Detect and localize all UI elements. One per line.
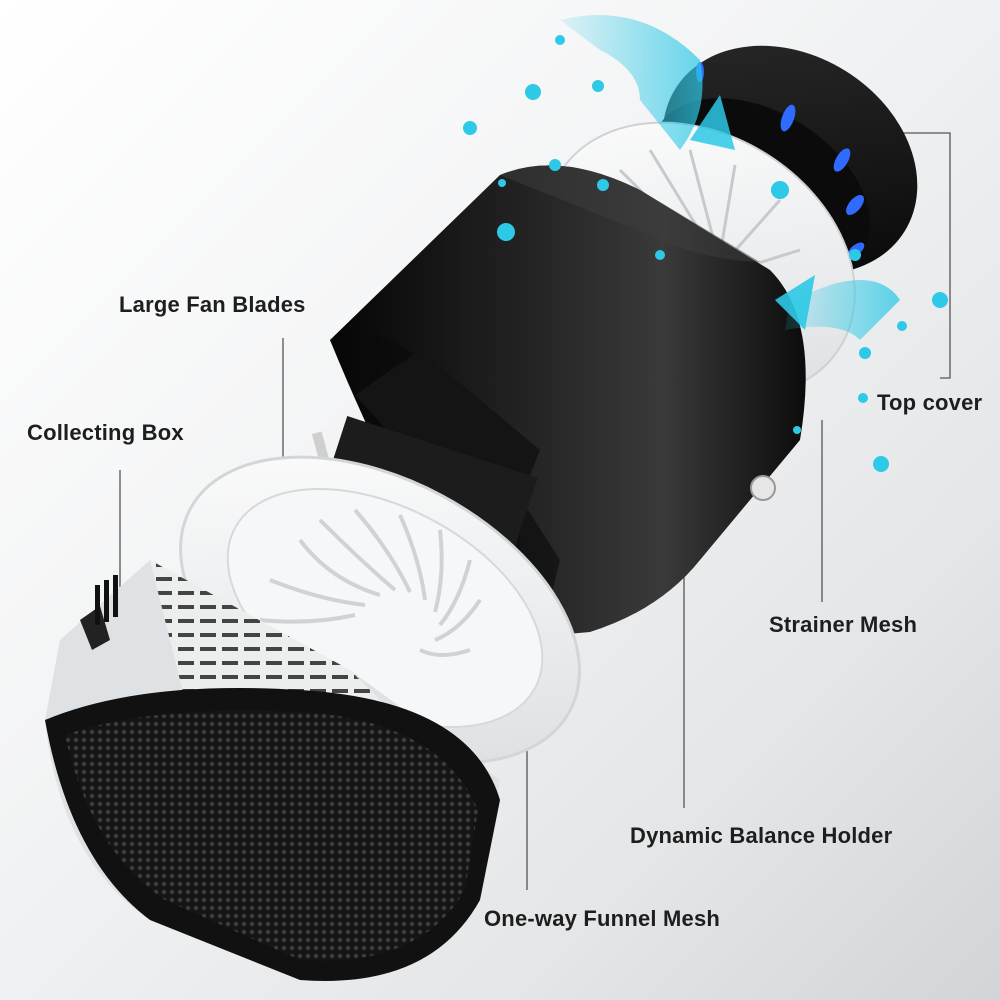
collecting-box-label: Collecting Box	[27, 420, 184, 446]
power-button-icon	[751, 476, 775, 500]
one-way-funnel-mesh-label: One-way Funnel Mesh	[484, 906, 720, 932]
large-fan-blades-label: Large Fan Blades	[119, 292, 306, 318]
strainer-mesh-label: Strainer Mesh	[769, 612, 917, 638]
dynamic-balance-holder-label: Dynamic Balance Holder	[630, 823, 892, 849]
top-cover-label: Top cover	[877, 390, 982, 416]
